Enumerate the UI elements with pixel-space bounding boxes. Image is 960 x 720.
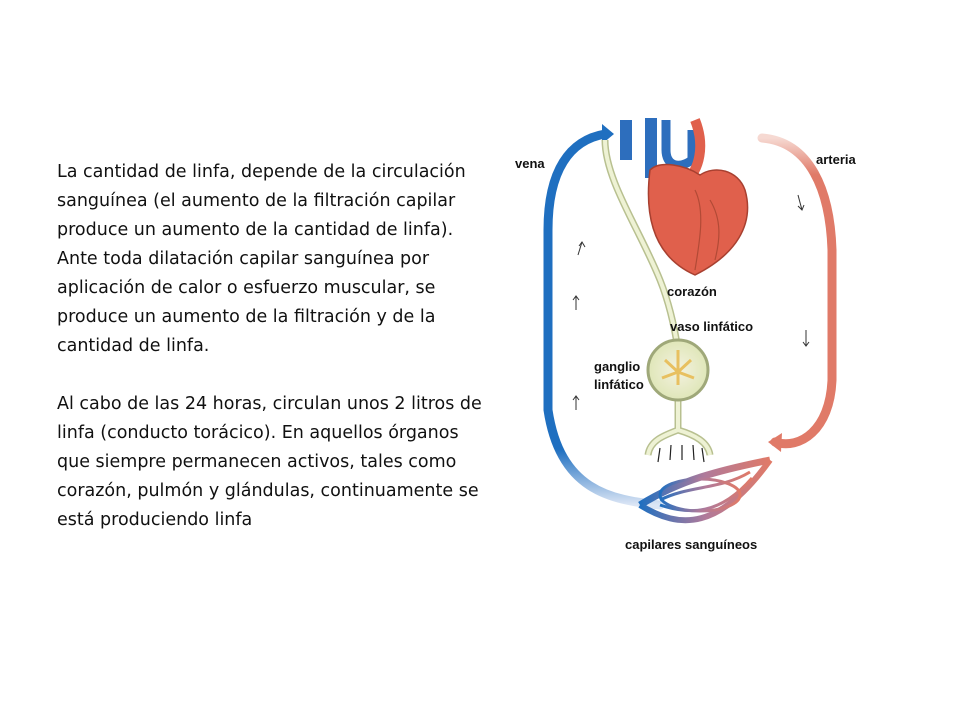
lymph-inflow-arrows bbox=[657, 444, 705, 463]
circulation-diagram: vena arteria corazón vaso linfático gang… bbox=[490, 110, 890, 570]
label-arteria: arteria bbox=[816, 152, 857, 167]
label-vaso-linfatico: vaso linfático bbox=[670, 319, 753, 334]
label-ganglio: ganglio bbox=[594, 359, 640, 374]
label-capilares: capilares sanguíneos bbox=[625, 537, 757, 552]
capillary-bed bbox=[638, 456, 773, 524]
heart bbox=[620, 118, 749, 276]
artery-vessel bbox=[757, 133, 837, 449]
flow-arrows bbox=[572, 194, 810, 410]
vein-arrowhead bbox=[602, 124, 614, 144]
vein-vessel bbox=[543, 129, 665, 510]
description-text: La cantidad de linfa, depende de la circ… bbox=[57, 158, 487, 535]
paragraph-lymph-quantity: La cantidad de linfa, depende de la circ… bbox=[57, 162, 466, 356]
lymph-node bbox=[646, 338, 710, 402]
label-linfatico: linfático bbox=[594, 377, 644, 392]
artery-arrowhead bbox=[768, 433, 782, 452]
label-vena: vena bbox=[515, 156, 545, 171]
label-corazon: corazón bbox=[667, 284, 717, 299]
paragraph-lymph-production: Al cabo de las 24 horas, circulan unos 2… bbox=[57, 394, 482, 530]
